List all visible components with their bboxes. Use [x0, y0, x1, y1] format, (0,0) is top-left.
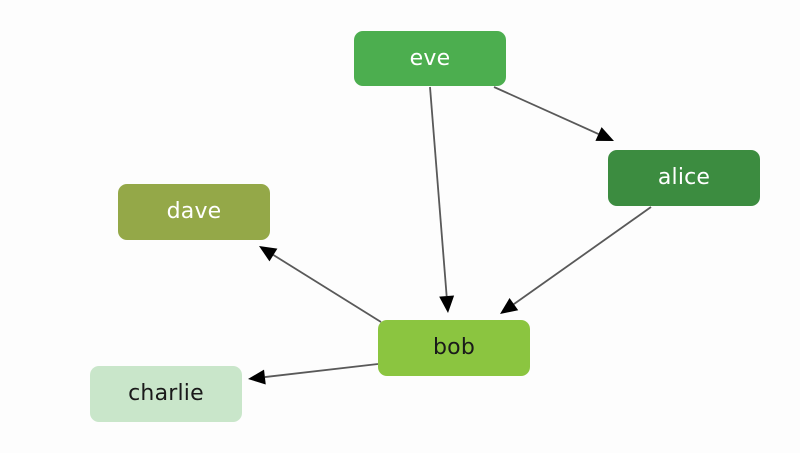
edge-arrowhead-icon — [439, 295, 455, 313]
edge-line — [264, 363, 379, 378]
graph-node-label: charlie — [128, 381, 204, 406]
edge-line — [513, 206, 652, 305]
graph-edge — [429, 86, 455, 313]
graph-node-label: alice — [657, 165, 711, 190]
edge-line — [493, 86, 599, 135]
edge-line — [429, 86, 448, 297]
graph-node-charlie[interactable]: charlie — [90, 366, 242, 422]
graph-node-label: eve — [409, 45, 451, 71]
edge-arrowhead-icon — [248, 369, 266, 385]
edge-line — [272, 254, 382, 323]
edge-arrowhead-icon — [500, 298, 519, 314]
graph-edge — [248, 363, 379, 385]
edge-arrowhead-icon — [595, 127, 614, 141]
graph-edge — [500, 206, 652, 314]
graph-node-alice[interactable]: alice — [608, 150, 760, 206]
graph-node-label: bob — [433, 335, 475, 360]
graph-node-label: dave — [166, 199, 222, 224]
edge-arrowhead-icon — [259, 246, 278, 262]
graph-edge — [493, 86, 614, 141]
graph-node-bob[interactable]: bob — [378, 320, 530, 376]
graph-edge — [259, 246, 382, 323]
graph-node-dave[interactable]: dave — [118, 184, 270, 240]
graph-node-eve[interactable]: eve — [354, 31, 506, 86]
